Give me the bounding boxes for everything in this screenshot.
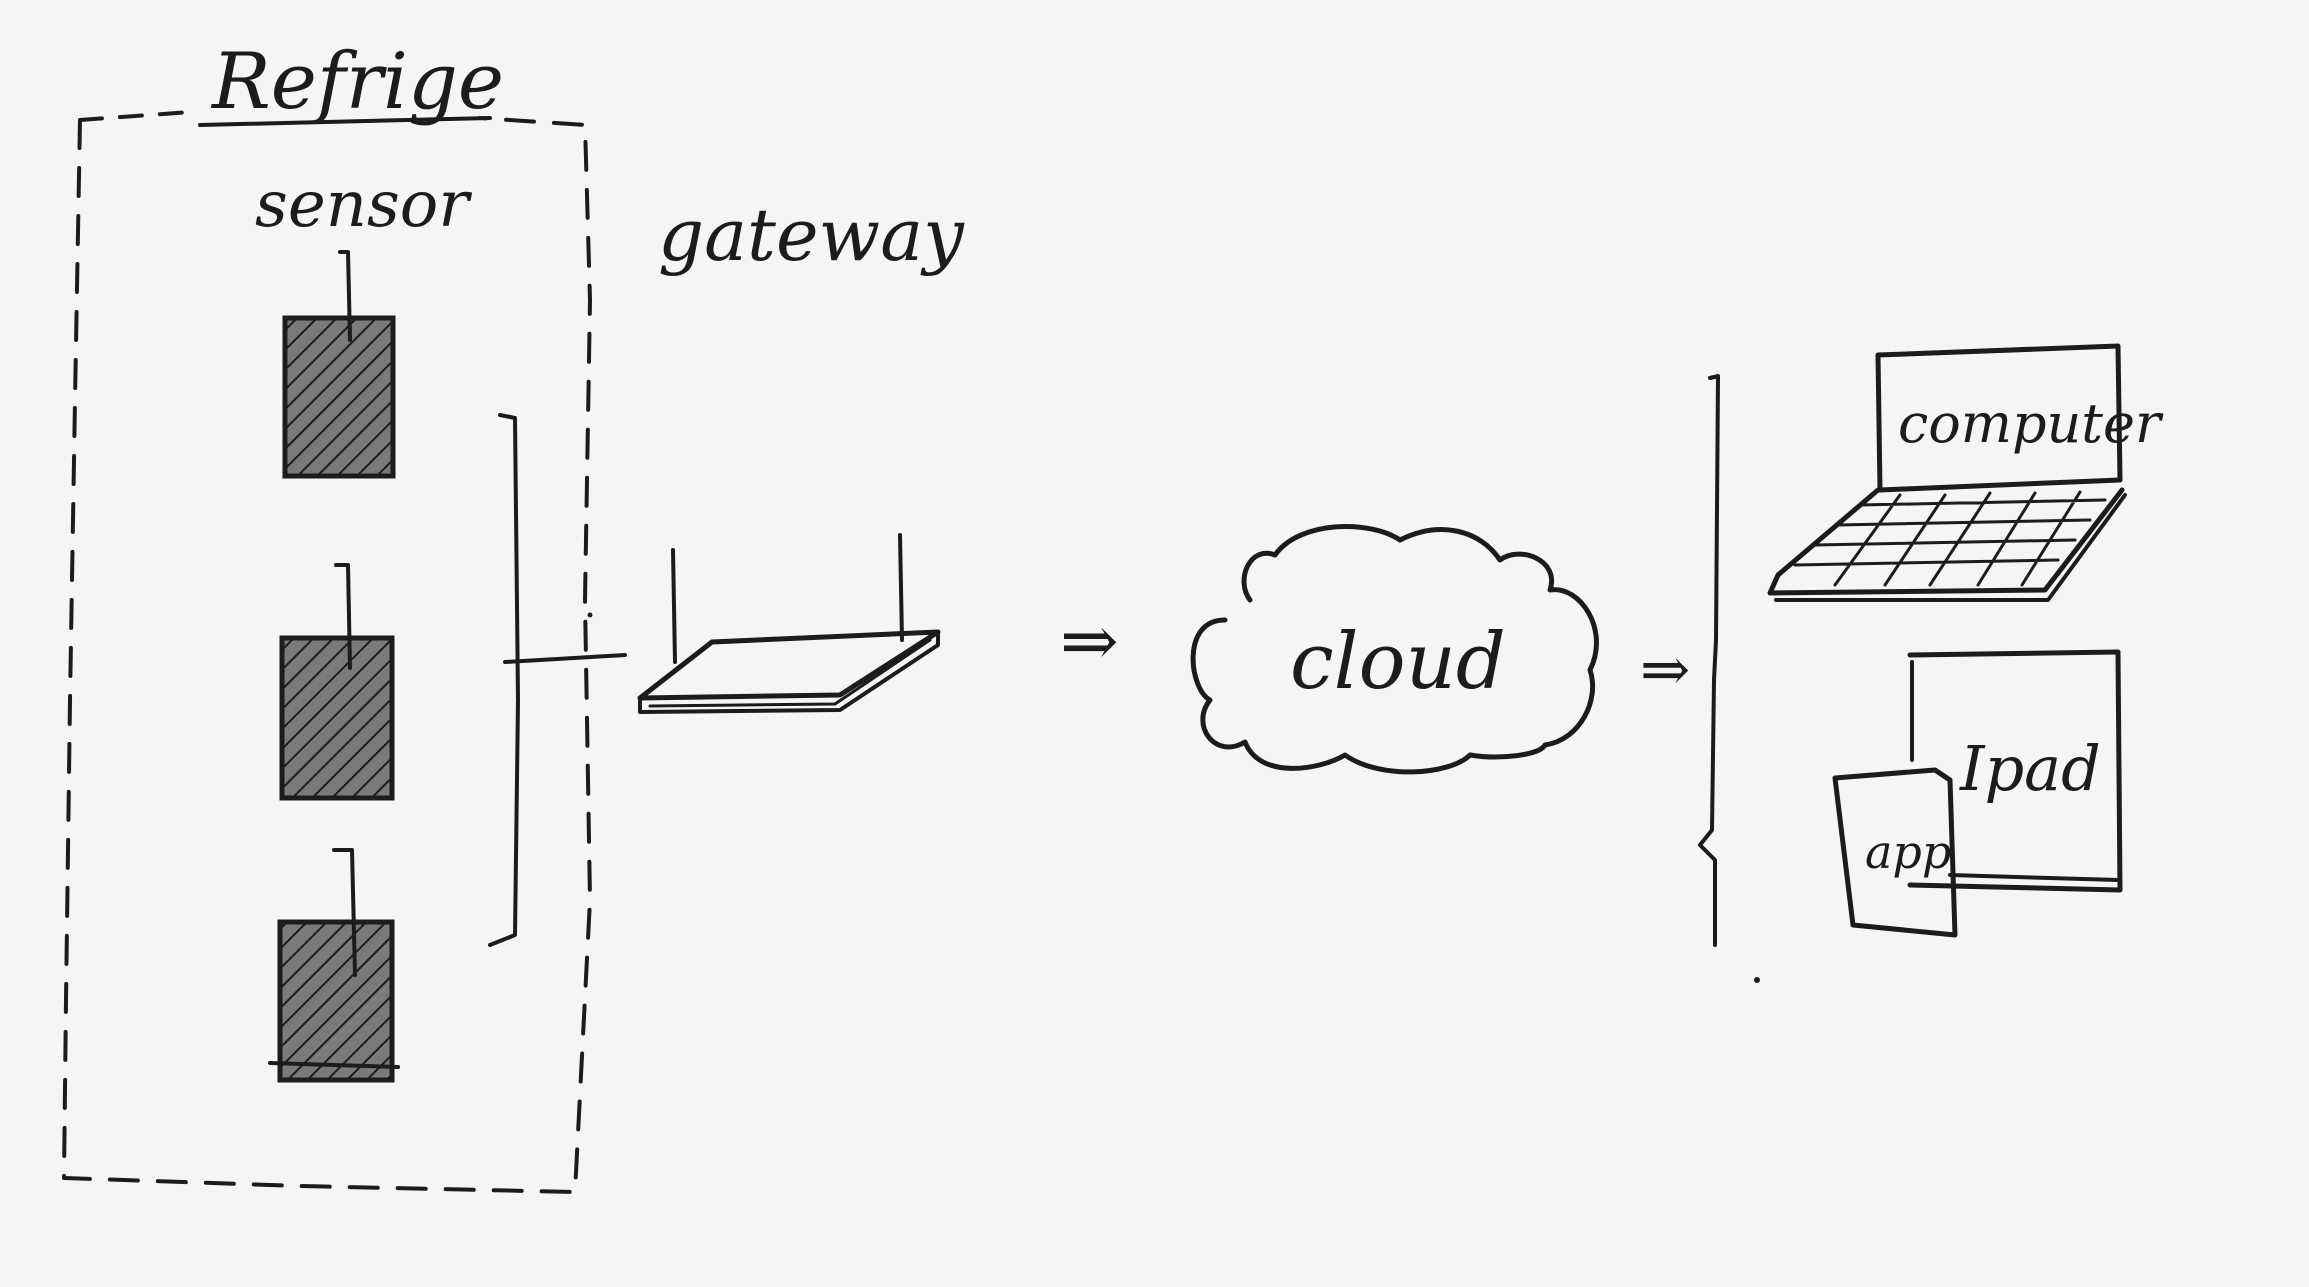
tablet-icon: Ipad [1907,649,2123,893]
ink-dot [1754,977,1760,983]
phone-icon: app [1832,767,2120,938]
ipad-label: Ipad [1959,732,2101,805]
cloud-icon: cloud [1190,524,1599,775]
sensor-block-icon [277,919,395,1083]
app-label: app [1865,825,1951,879]
refrigerator-label-group: Refrige [198,37,504,127]
sensor-block-icon [279,635,395,801]
sensor-2 [279,563,395,801]
arrow-to-clients: ⇒ [1640,635,1690,705]
sensor-label: sensor [255,168,472,242]
arrow-glyph-2: ⇒ [1640,635,1690,705]
refrigerator-label: Refrige [210,37,504,127]
arrow-glyph-1: ⇒ [1060,600,1119,682]
sensor-1 [282,250,396,479]
sensor-block-icon [282,315,396,479]
laptop-icon: computer [1767,343,2164,602]
ink-dot [587,612,593,618]
computer-label: computer [1898,392,2164,455]
sensor-bus [488,413,627,947]
refrigerator-boundary [62,110,592,1194]
arrow-to-cloud: ⇒ [1060,600,1119,682]
cloud-label: cloud [1290,617,1506,707]
clients-bracket [1698,374,1720,947]
gateway-router-icon [637,533,941,714]
gateway-label: gateway [658,193,965,277]
sensor-3 [268,848,400,1083]
